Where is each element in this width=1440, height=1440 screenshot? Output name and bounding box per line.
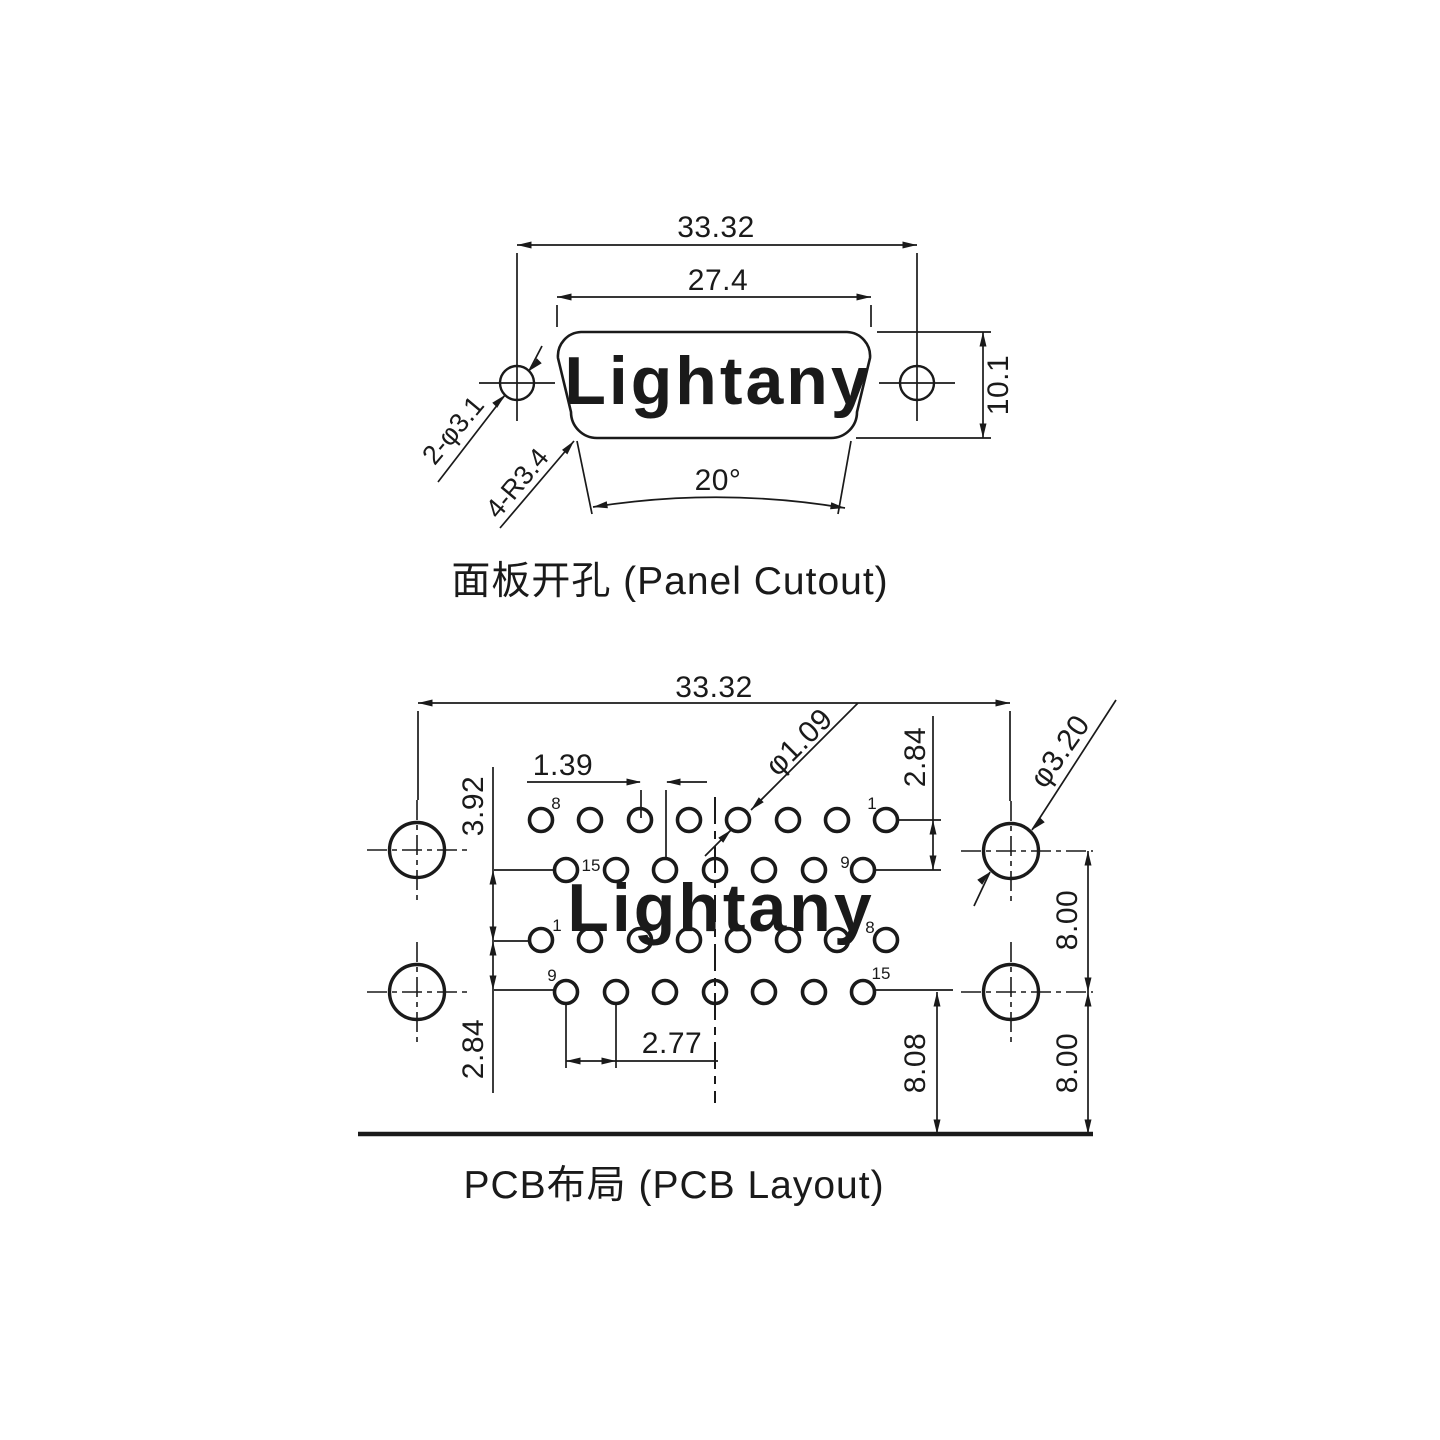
pcb-layout-title: PCB布局 (PCB Layout) xyxy=(463,1164,884,1207)
pin-label-row4-last: 15 xyxy=(872,964,891,983)
dim-text-pin-to-edge: 8.08 xyxy=(899,1033,932,1093)
dim-text-panel-outer-width: 33.32 xyxy=(677,211,755,244)
pin-row-1 xyxy=(527,806,900,834)
pin-label-row3-last: 8 xyxy=(865,918,874,937)
dim-text-mount-diameter: φ3.20 xyxy=(1024,709,1097,794)
pin-label-row1-last: 1 xyxy=(867,794,876,813)
pcb-mount-hole-top-left xyxy=(367,800,467,900)
dsub-cutout-outline xyxy=(556,330,872,440)
pcb-mount-hole-top-right xyxy=(961,801,1093,901)
dim-text-pin-diameter: φ1.09 xyxy=(759,702,839,782)
watermark-panel: Lightany xyxy=(564,343,871,419)
panel-mount-hole-right xyxy=(879,364,955,402)
dim-text-row-pitch-lower: 2.84 xyxy=(457,1019,490,1079)
pin-label-row2-last: 9 xyxy=(840,853,849,872)
label-corner-radius: 4-R3.4 xyxy=(480,443,555,524)
dim-text-mount-to-edge: 8.00 xyxy=(1051,1033,1084,1093)
panel-cutout-drawing: Lightany 33.32 27.4 10.1 xyxy=(416,211,1015,603)
pcb-layout-drawing: Lightany 33.32 xyxy=(358,671,1117,1207)
dim-text-row-gap: 3.92 xyxy=(457,776,490,836)
dim-text-mount-spacing: 8.00 xyxy=(1051,890,1084,950)
dim-text-pin-pitch: 2.77 xyxy=(642,1027,702,1060)
pin-row-3 xyxy=(527,926,900,954)
pin-label-row4-first: 9 xyxy=(547,966,556,985)
pcb-mount-hole-bottom-left xyxy=(367,942,467,1042)
pin-label-row2-first: 15 xyxy=(582,856,601,875)
angle-arc xyxy=(592,496,846,509)
dim-text-cutout-height: 10.1 xyxy=(982,355,1015,415)
pcb-mount-hole-bottom-right xyxy=(961,942,1093,1042)
pin-row-2 xyxy=(552,856,877,884)
pin-label-row1-first: 8 xyxy=(551,794,560,813)
panel-mount-hole-left xyxy=(479,364,555,402)
dim-text-pcb-width: 33.32 xyxy=(675,671,753,704)
dim-text-angle: 20° xyxy=(695,464,742,497)
pin-label-row3-first: 1 xyxy=(552,916,561,935)
pin-row-4 xyxy=(552,978,877,1006)
dim-text-row-offset: 1.39 xyxy=(533,749,593,782)
dim-text-panel-inner-width: 27.4 xyxy=(688,264,748,297)
dim-text-row-pitch-upper: 2.84 xyxy=(899,727,932,787)
panel-cutout-title: 面板开孔 (Panel Cutout) xyxy=(451,560,888,603)
